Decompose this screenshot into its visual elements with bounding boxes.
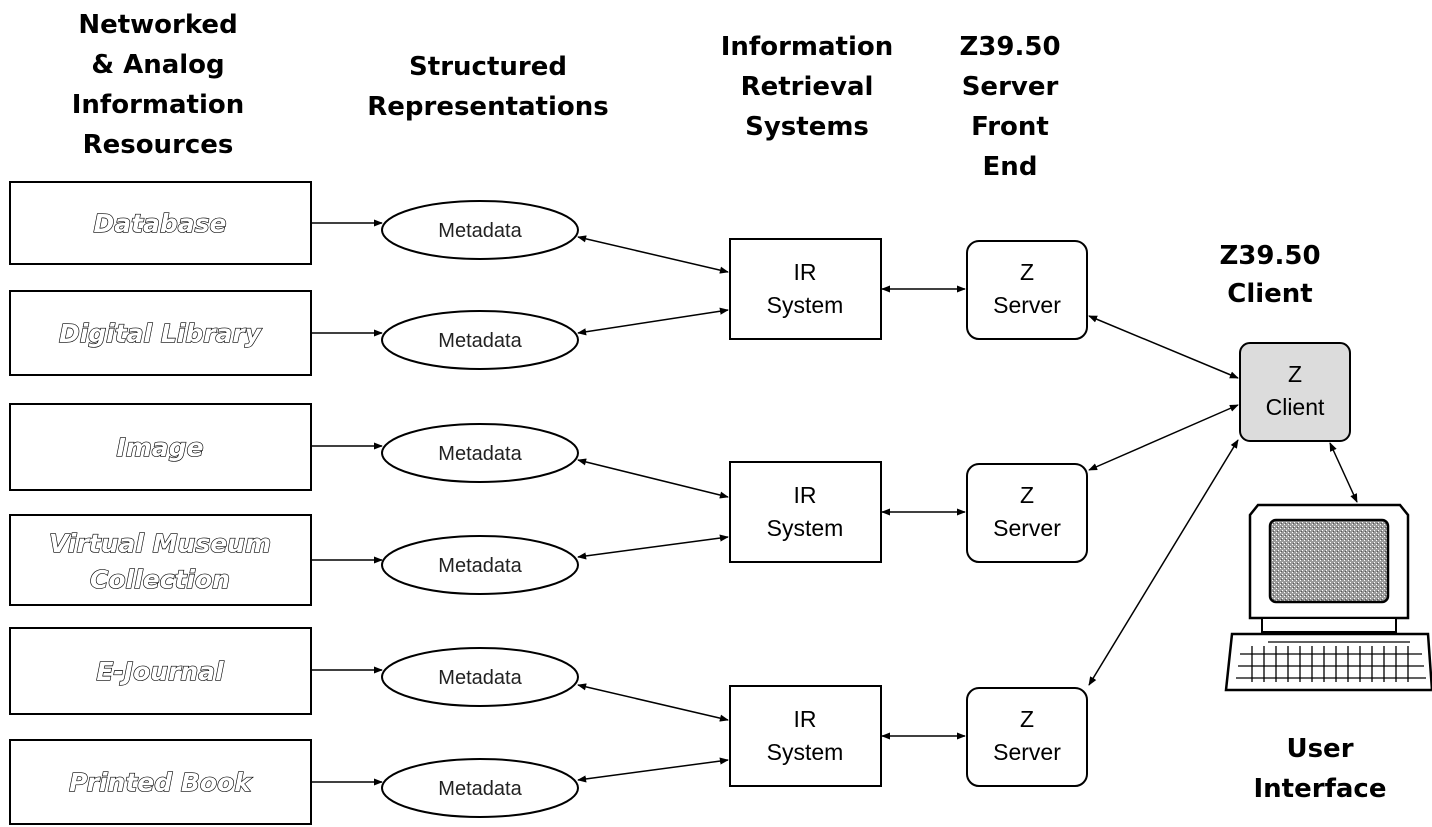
z-server-label: Server	[993, 739, 1061, 765]
connector-arrow	[577, 683, 729, 722]
resource-label: Printed Book	[69, 768, 252, 797]
header-client-line: Z39.50	[1219, 241, 1320, 271]
ir-system-label: System	[767, 739, 844, 765]
resource-label: Digital Library	[59, 319, 263, 348]
header-ir-systems-line: Retrieval	[741, 72, 874, 102]
resource-label: Collection	[90, 565, 230, 594]
ir-system-label: IR	[794, 482, 817, 508]
metadata-node: Metadata	[381, 647, 579, 707]
header-server-front-end-line: End	[983, 152, 1038, 182]
connector-arrow	[577, 458, 729, 499]
z-client-label: Client	[1266, 394, 1325, 420]
connector-arrow	[1088, 439, 1239, 686]
resource-digital-library: Digital Library	[9, 290, 312, 376]
z-client-label: Z	[1288, 361, 1302, 387]
header-user-interface-line: Interface	[1254, 774, 1387, 804]
header-server-front-end: Z39.50 Server Front End	[959, 32, 1060, 182]
header-user-interface: User Interface	[1254, 734, 1387, 804]
z-server-node: Z Server	[966, 240, 1088, 340]
ir-system-node: IR System	[729, 238, 882, 340]
header-server-front-end-line: Server	[962, 72, 1059, 102]
header-ir-systems-line: Systems	[745, 112, 869, 142]
connector-group-server-client	[1088, 315, 1358, 686]
z-server-label: Z	[1020, 259, 1034, 285]
resource-printed-book: Printed Book	[9, 739, 312, 825]
resource-virtual-museum: Virtual Museum Collection	[9, 514, 312, 606]
header-representations-line: Structured	[409, 52, 567, 82]
metadata-node: Metadata	[381, 200, 579, 260]
resource-image: Image	[9, 403, 312, 491]
header-ir-systems-line: Information	[721, 32, 894, 62]
header-server-front-end-line: Front	[971, 112, 1049, 142]
metadata-node: Metadata	[381, 310, 579, 370]
header-resources: Networked & Analog Information Resources	[72, 10, 245, 160]
resource-label: Image	[116, 433, 203, 462]
header-resources-line: Resources	[83, 130, 234, 160]
metadata-label: Metadata	[438, 330, 522, 352]
metadata-node: Metadata	[381, 758, 579, 818]
z-server-label: Z	[1020, 482, 1034, 508]
header-representations: Structured Representations	[367, 52, 609, 122]
z-server-node: Z Server	[966, 463, 1088, 563]
header-client: Z39.50 Client	[1219, 241, 1320, 309]
resource-e-journal: E-Journal	[9, 627, 312, 715]
connector-arrow	[1088, 315, 1239, 379]
resource-label: Virtual Museum	[49, 529, 271, 558]
connector-group-resource-metadata	[311, 219, 383, 786]
ir-system-label: IR	[794, 259, 817, 285]
ir-system-label: IR	[794, 706, 817, 732]
metadata-label: Metadata	[438, 443, 522, 465]
connector-arrow	[577, 235, 729, 274]
z-server-label: Z	[1020, 706, 1034, 732]
header-user-interface-line: User	[1286, 734, 1353, 764]
connector-group-ir-server	[881, 285, 966, 740]
ir-system-label: System	[767, 292, 844, 318]
metadata-node: Metadata	[381, 535, 579, 595]
metadata-label: Metadata	[438, 778, 522, 800]
ir-system-node: IR System	[729, 685, 882, 787]
header-ir-systems: Information Retrieval Systems	[721, 32, 894, 142]
connector-arrow	[1088, 404, 1239, 471]
ir-system-label: System	[767, 515, 844, 541]
header-client-line: Client	[1227, 279, 1312, 309]
ir-system-node: IR System	[729, 461, 882, 563]
header-resources-line: Information	[72, 90, 245, 120]
z-server-label: Server	[993, 515, 1061, 541]
header-resources-line: & Analog	[91, 50, 224, 80]
connector-arrow	[577, 757, 729, 783]
connector-arrow	[577, 307, 729, 336]
z-server-label: Server	[993, 292, 1061, 318]
connector-arrow	[577, 534, 729, 560]
connector-arrow	[1329, 442, 1358, 503]
resource-database: Database	[9, 181, 312, 265]
metadata-label: Metadata	[438, 555, 522, 577]
header-representations-line: Representations	[367, 92, 609, 122]
z-client-node: Z Client	[1239, 342, 1351, 442]
computer-terminal-icon	[1224, 503, 1432, 692]
header-resources-line: Networked	[78, 10, 237, 40]
header-server-front-end-line: Z39.50	[959, 32, 1060, 62]
metadata-node: Metadata	[381, 423, 579, 483]
connector-group-metadata-ir	[577, 235, 729, 783]
z-server-node: Z Server	[966, 687, 1088, 787]
metadata-label: Metadata	[438, 667, 522, 689]
resource-label: E-Journal	[96, 657, 224, 686]
metadata-label: Metadata	[438, 220, 522, 242]
resource-label: Database	[93, 209, 226, 238]
